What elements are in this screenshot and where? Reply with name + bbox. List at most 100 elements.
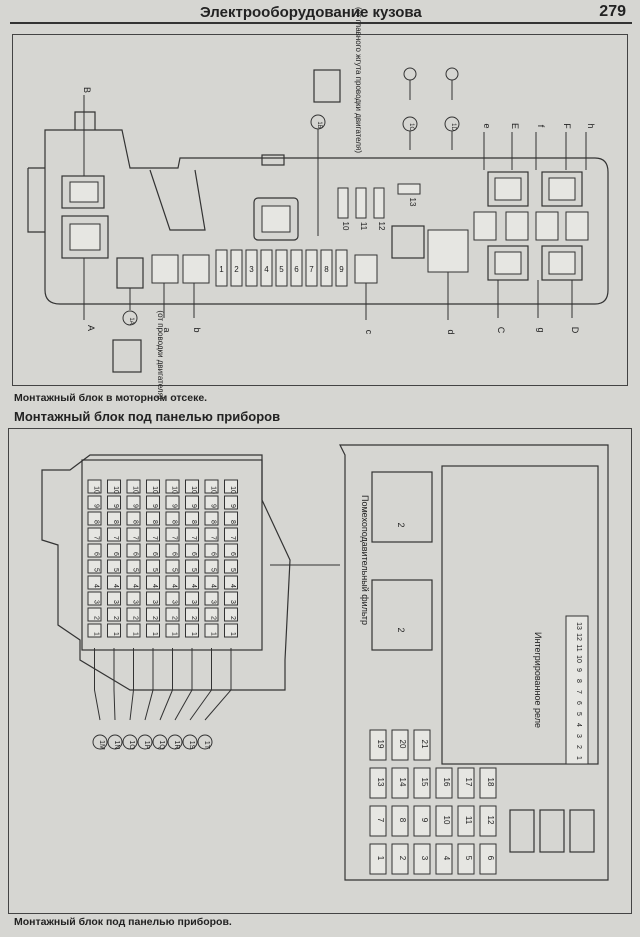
integrated-relay-num-6: 6 — [575, 701, 582, 705]
dash-fuse-c7-7-label: 7 — [229, 536, 236, 540]
dash-fuse-c2-7 — [126, 527, 141, 542]
integrated-relay-strip — [565, 615, 589, 765]
dash-fuse-c2-2-label: 2 — [132, 616, 139, 620]
dash-connector-label-0: 1M — [98, 740, 105, 750]
dash-big-fuse-7 — [369, 805, 387, 837]
dash-fuse-c1-8-label: 8 — [112, 520, 119, 524]
connector-a-housing — [61, 215, 109, 259]
dash-fuse-c2-6 — [126, 543, 141, 558]
dash-fuse-c7-6 — [224, 543, 238, 558]
relay-middle — [391, 225, 425, 259]
dash-fuse-c0-7 — [87, 527, 102, 542]
dash-block-frame — [8, 428, 632, 914]
dash-fuse-c5-9-label: 9 — [190, 504, 197, 508]
circle-1b-label: 1B — [316, 121, 322, 128]
dash-big-fuse-14 — [391, 767, 409, 799]
label-f-upper: F — [562, 123, 572, 129]
dash-fuse-c6-10-label: 10 — [210, 486, 217, 494]
relay-F — [541, 171, 583, 207]
dash-fuse-c1-3-label: 3 — [112, 600, 119, 604]
mini-relay-4 — [565, 211, 589, 241]
dash-big-fuse-11 — [457, 805, 475, 837]
dash-fuse-c4-2-label: 2 — [171, 616, 178, 620]
connector-b-label: B — [82, 87, 92, 93]
dash-fuse-c7-10 — [224, 479, 238, 494]
dash-fuse-c5-10-label: 10 — [190, 486, 197, 494]
label-e-lower: e — [482, 123, 492, 128]
dash-big-fuse-17 — [457, 767, 475, 799]
dash-fuse-c7-6-label: 6 — [229, 552, 236, 556]
integrated-relay-label: Интегрированное реле — [533, 632, 543, 728]
dash-fuse-c6-5 — [204, 559, 219, 574]
integrated-relay-num-1: 1 — [575, 756, 582, 760]
dash-fuse-c6-9-label: 9 — [210, 504, 217, 508]
dash-big-fuse-12 — [479, 805, 497, 837]
dash-big-fuse-1-label: 1 — [376, 856, 385, 861]
dash-fuse-c0-4-label: 4 — [93, 584, 100, 588]
label-h: h — [586, 123, 596, 128]
dash-fuse-c1-6-label: 6 — [112, 552, 119, 556]
connector-b-socket — [69, 181, 99, 203]
dash-fuse-c1-9-label: 9 — [112, 504, 119, 508]
integrated-relay-num-4: 4 — [575, 723, 582, 727]
dash-big-fuse-21 — [413, 729, 431, 761]
dash-big-fuse-5 — [457, 843, 475, 875]
connector-1a-plug — [112, 339, 142, 373]
dash-fuse-c0-8 — [87, 511, 102, 526]
dash-fuse-c3-7 — [146, 527, 160, 542]
dash-fuse-c4-5 — [165, 559, 180, 574]
connector-a-label: A — [86, 325, 96, 331]
mini-fuse-12 — [373, 187, 385, 219]
dash-fuse-c1-1-label: 1 — [112, 632, 119, 636]
dash-right-block — [339, 444, 609, 881]
fuse-4 — [260, 249, 273, 287]
dash-fuse-c5-4-label: 4 — [190, 584, 197, 588]
dash-fuse-c1-7 — [107, 527, 121, 542]
relay-C — [487, 245, 529, 281]
dash-fuse-c4-10 — [165, 479, 180, 494]
fuse-6-label: 6 — [294, 265, 299, 274]
dash-fuse-c6-2 — [204, 607, 219, 622]
dash-fuse-c2-10-label: 10 — [132, 486, 139, 494]
page-number: 279 — [599, 3, 626, 20]
mini-fuse-11 — [355, 187, 367, 219]
dash-fuse-c2-8 — [126, 511, 141, 526]
integrated-relay-num-8: 8 — [575, 679, 582, 683]
dash-fuse-c3-8 — [146, 511, 160, 526]
dash-fuse-c7-1 — [224, 623, 238, 638]
mini-relay-1 — [473, 211, 497, 241]
dash-fuse-c5-8 — [185, 511, 199, 526]
dash-big-fuse-15-label: 15 — [420, 778, 429, 787]
dash-connector-label-3: 1P — [143, 741, 150, 750]
dash-fuse-c4-1 — [165, 623, 180, 638]
fuse-3-label: 3 — [249, 265, 254, 274]
dash-fuse-c5-4 — [185, 575, 199, 590]
dash-fuse-c6-3-label: 3 — [210, 600, 217, 604]
dash-fuse-c3-9 — [146, 495, 160, 510]
dash-fuse-c7-2-label: 2 — [229, 616, 236, 620]
dash-fuse-c1-8 — [107, 511, 121, 526]
dash-fuse-c1-10 — [107, 479, 121, 494]
dash-fuse-c2-3-label: 3 — [132, 600, 139, 604]
dash-fuse-c1-4 — [107, 575, 121, 590]
integrated-relay-num-9: 9 — [575, 668, 582, 672]
dash-big-fuse-4-label: 4 — [442, 856, 451, 861]
dash-big-fuse-2 — [391, 843, 409, 875]
dash-big-fuse-20 — [391, 729, 409, 761]
dash-big-fuse-20-label: 20 — [398, 740, 407, 749]
dash-fuse-c4-3-label: 3 — [171, 600, 178, 604]
relay-E — [487, 171, 529, 207]
dash-fuse-c6-8 — [204, 511, 219, 526]
engine-block-tab — [74, 111, 96, 130]
connector-b-small-label: b — [192, 327, 202, 332]
relay-D — [541, 245, 583, 281]
dash-big-fuse-16 — [435, 767, 453, 799]
dash-fuse-c2-6-label: 6 — [132, 552, 139, 556]
dash-connector-label-2: 1O — [128, 740, 135, 750]
mini-relay-3 — [535, 211, 559, 241]
dash-fuse-c6-10 — [204, 479, 219, 494]
dash-fuse-c6-1-label: 1 — [210, 632, 217, 636]
integrated-relay-num-13: 13 — [575, 622, 582, 630]
relay-D-socket — [548, 251, 576, 275]
